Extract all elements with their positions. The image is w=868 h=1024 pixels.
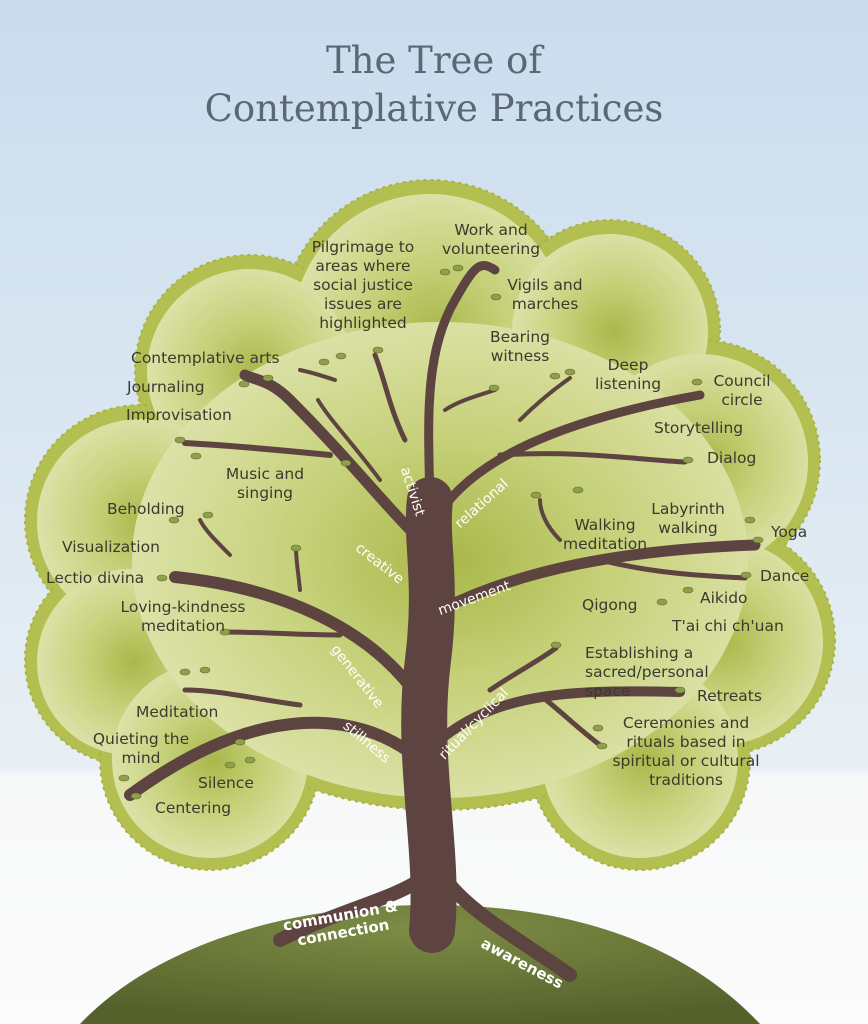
label-music: Music and singing <box>225 465 305 502</box>
label-ceremonies: Ceremonies and rituals based in spiritua… <box>612 714 760 789</box>
label-deep-listening: Deep listening <box>594 356 662 393</box>
label-vigils: Vigils and marches <box>507 276 583 313</box>
label-improvisation: Improvisation <box>126 406 232 424</box>
label-taichi: T'ai chi ch'uan <box>672 617 784 635</box>
title-line-1: The Tree of <box>325 39 543 82</box>
label-aikido: Aikido <box>700 589 748 607</box>
label-centering: Centering <box>155 799 232 817</box>
label-sacred-space: Establishing a sacred/personal space <box>585 644 709 700</box>
label-beholding: Beholding <box>107 500 185 518</box>
label-retreats: Retreats <box>697 687 762 705</box>
label-dialog: Dialog <box>707 449 757 467</box>
tree-trunk-and-branches <box>124 261 761 982</box>
title-line-2: Contemplative Practices <box>204 87 664 130</box>
hill <box>80 905 760 1024</box>
label-labyrinth: Labyrinth walking <box>651 500 725 537</box>
label-pilgrimage: Pilgrimage to areas where social justice… <box>311 238 415 332</box>
label-bearing: Bearing witness <box>489 328 550 365</box>
label-loving-kindness: Loving-kindness meditation <box>120 598 246 635</box>
label-dance: Dance <box>760 567 810 585</box>
label-quieting: Quieting the mind <box>92 730 190 767</box>
label-work: Work and volunteering <box>441 221 541 258</box>
label-silence: Silence <box>198 774 254 792</box>
label-contemplative-arts: Contemplative arts <box>131 349 280 367</box>
label-visualization: Visualization <box>62 538 160 556</box>
label-qigong: Qigong <box>582 596 638 614</box>
label-yoga: Yoga <box>771 523 808 541</box>
label-storytelling: Storytelling <box>654 419 744 437</box>
label-journaling: Journaling <box>127 378 205 396</box>
label-walking-meditation: Walking meditation <box>562 516 648 553</box>
leaves <box>118 264 764 800</box>
label-meditation: Meditation <box>136 703 219 721</box>
label-council: Council circle <box>713 372 771 409</box>
label-lectio: Lectio divina <box>46 569 145 587</box>
